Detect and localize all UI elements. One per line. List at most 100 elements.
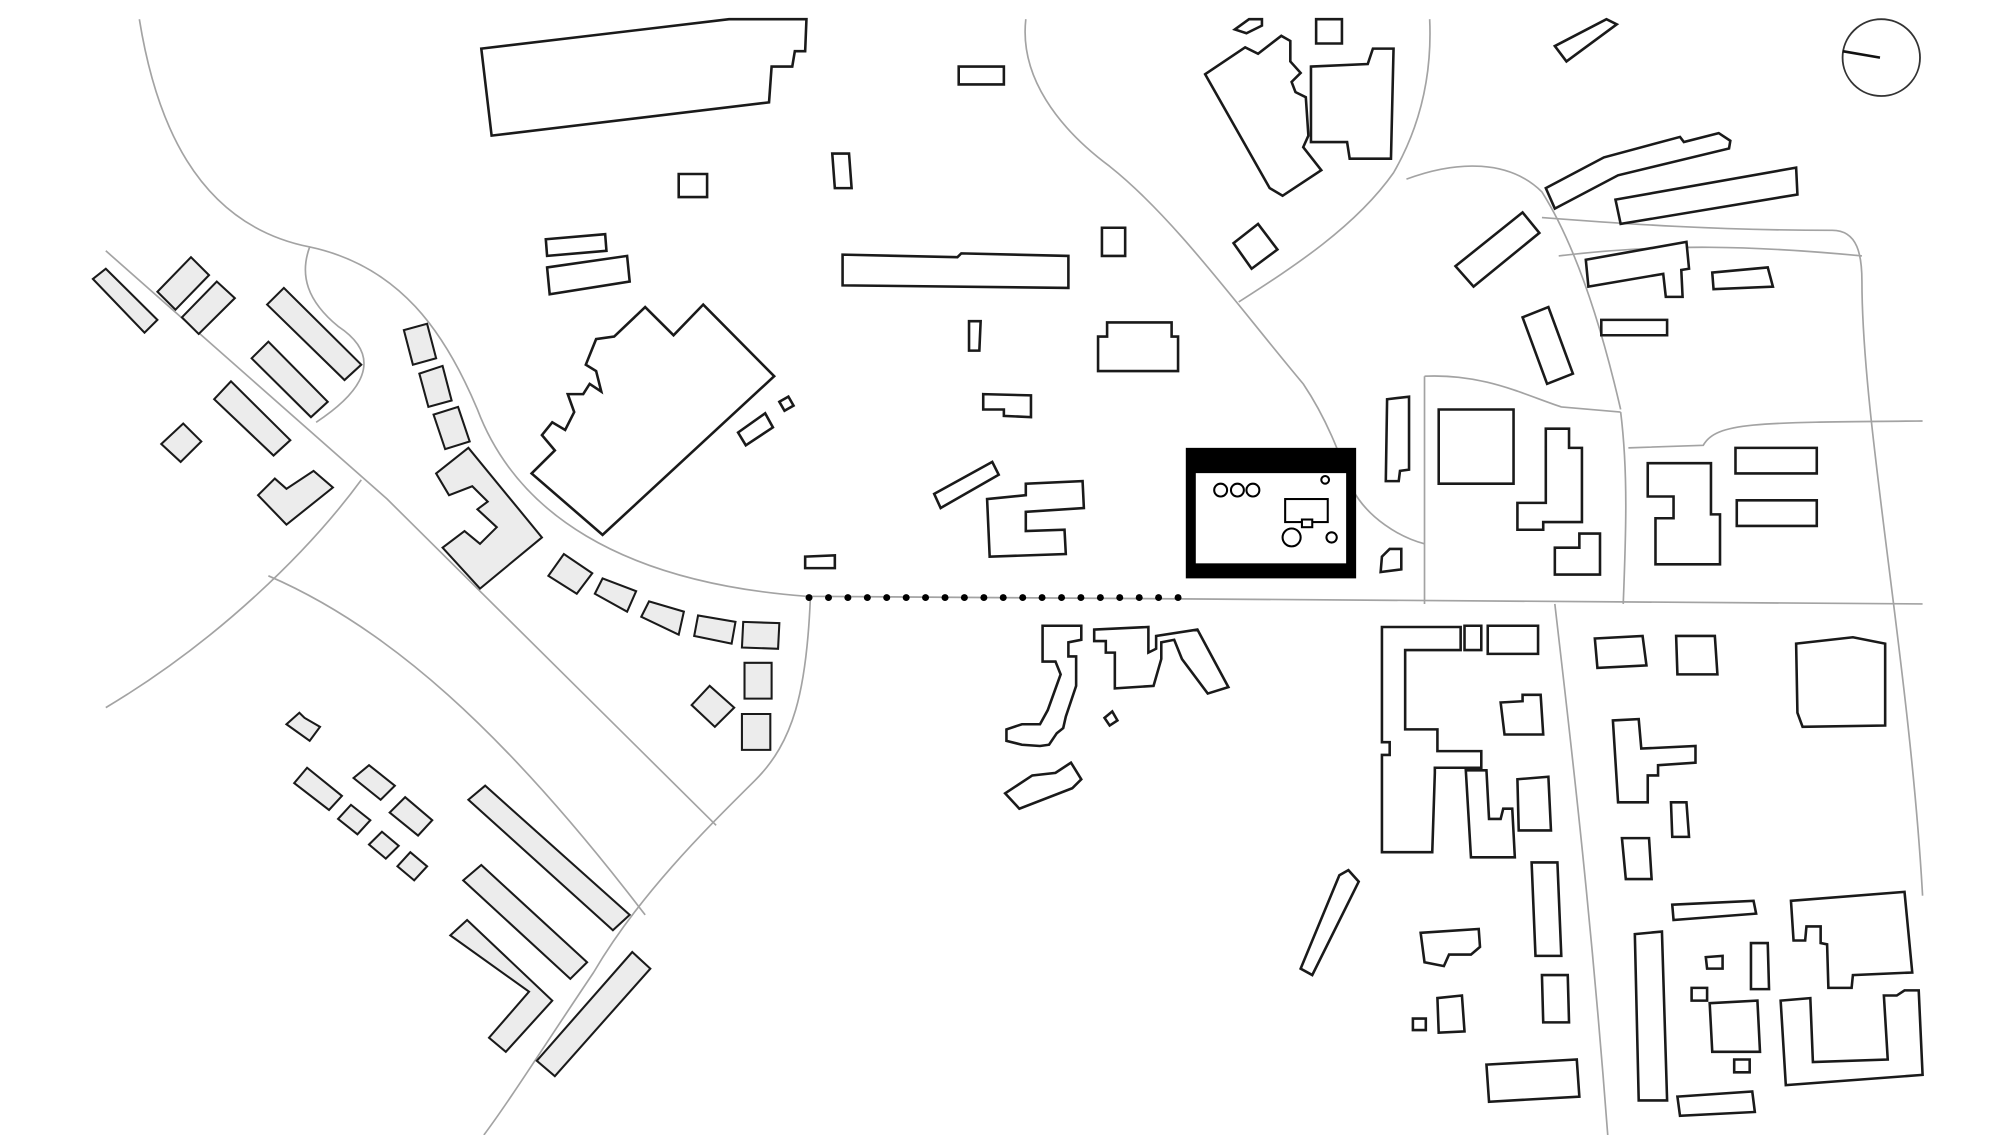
building	[985, 479, 1086, 558]
building-hatched	[402, 322, 438, 366]
building	[1100, 226, 1127, 258]
building	[529, 302, 777, 537]
site-tank	[1229, 482, 1245, 498]
footpath-dot	[805, 594, 813, 602]
building	[1690, 986, 1709, 1002]
building	[1232, 17, 1264, 35]
building	[1299, 868, 1361, 977]
building	[1540, 973, 1571, 1024]
road	[105, 479, 362, 709]
building	[1749, 941, 1771, 991]
road	[1628, 420, 1923, 449]
building	[1708, 999, 1762, 1054]
footpath-dot	[1116, 594, 1124, 602]
building	[1789, 890, 1914, 990]
north-arrow-needle	[1842, 49, 1881, 59]
outlined-building-group	[479, 17, 1924, 1118]
footpath-dot	[1135, 594, 1143, 602]
footpath-dot	[1174, 594, 1182, 602]
site-tank	[1325, 531, 1338, 544]
building-hatched	[91, 267, 159, 335]
building-hatched	[546, 552, 594, 596]
building	[1620, 836, 1653, 881]
building-hatched	[367, 830, 401, 860]
building	[1552, 17, 1620, 64]
building	[1309, 47, 1395, 160]
road	[1024, 19, 1354, 490]
building	[1553, 532, 1602, 576]
building	[777, 394, 796, 413]
site-tank	[1320, 474, 1331, 485]
building-hatched	[432, 405, 471, 451]
footpath-dot	[883, 594, 891, 602]
road	[483, 598, 812, 1135]
site-tank	[1281, 527, 1302, 548]
building-hatched	[292, 766, 344, 812]
road	[304, 246, 365, 423]
footpath-dot	[825, 594, 832, 602]
road	[1238, 19, 1431, 303]
building	[1734, 446, 1819, 475]
building	[1419, 927, 1482, 968]
road	[1424, 375, 1621, 413]
building-hatched	[461, 863, 589, 981]
footpath-dot	[941, 594, 949, 602]
building	[1600, 318, 1669, 337]
building	[1675, 1090, 1757, 1118]
building-hatched	[180, 280, 237, 336]
building-hatched	[265, 286, 363, 382]
building	[1669, 801, 1691, 839]
building-hatched	[740, 712, 772, 751]
footpath-dot	[999, 594, 1007, 602]
building	[1710, 266, 1775, 291]
footpath-dot	[1038, 594, 1046, 602]
footpath-dot	[1096, 594, 1104, 602]
building	[1646, 461, 1722, 566]
building	[1544, 131, 1732, 211]
road	[105, 250, 717, 826]
building-hatched	[593, 577, 638, 614]
building-hatched	[639, 600, 686, 637]
building	[1611, 717, 1697, 804]
footpath-dot	[960, 594, 968, 602]
building	[545, 254, 632, 296]
building	[1092, 625, 1231, 696]
building	[1003, 760, 1083, 811]
grey-building-group	[91, 255, 781, 1078]
building	[1379, 547, 1403, 574]
building-hatched	[690, 684, 736, 729]
building	[1231, 222, 1280, 271]
building-hatched	[212, 379, 292, 457]
building	[677, 172, 709, 199]
building	[1384, 395, 1411, 483]
road	[268, 575, 646, 916]
building	[1674, 634, 1719, 676]
building-hatched	[434, 446, 544, 591]
building-hatched	[740, 620, 781, 650]
building-hatched	[336, 803, 372, 836]
building	[1485, 1058, 1581, 1104]
building-hatched	[692, 614, 737, 645]
building	[841, 252, 1070, 290]
building	[1096, 321, 1180, 373]
north-arrow-icon	[1841, 18, 1921, 97]
building	[1530, 861, 1563, 958]
building-hatched	[155, 255, 211, 312]
building-hatched	[250, 340, 330, 419]
site-structure	[1300, 518, 1314, 529]
building	[1499, 693, 1545, 736]
building	[1453, 210, 1542, 289]
road-network	[105, 19, 1924, 1135]
building	[1794, 635, 1887, 729]
building	[1593, 634, 1648, 670]
footpath-dot	[863, 594, 871, 602]
building	[967, 319, 982, 352]
north-arrow-circle	[1841, 18, 1921, 97]
building	[1203, 34, 1324, 198]
footpath-dot	[902, 594, 910, 602]
road	[1351, 488, 1425, 545]
building	[1463, 624, 1483, 652]
building-hatched	[535, 950, 652, 1078]
building-hatched	[448, 918, 554, 1054]
building	[957, 65, 1006, 86]
